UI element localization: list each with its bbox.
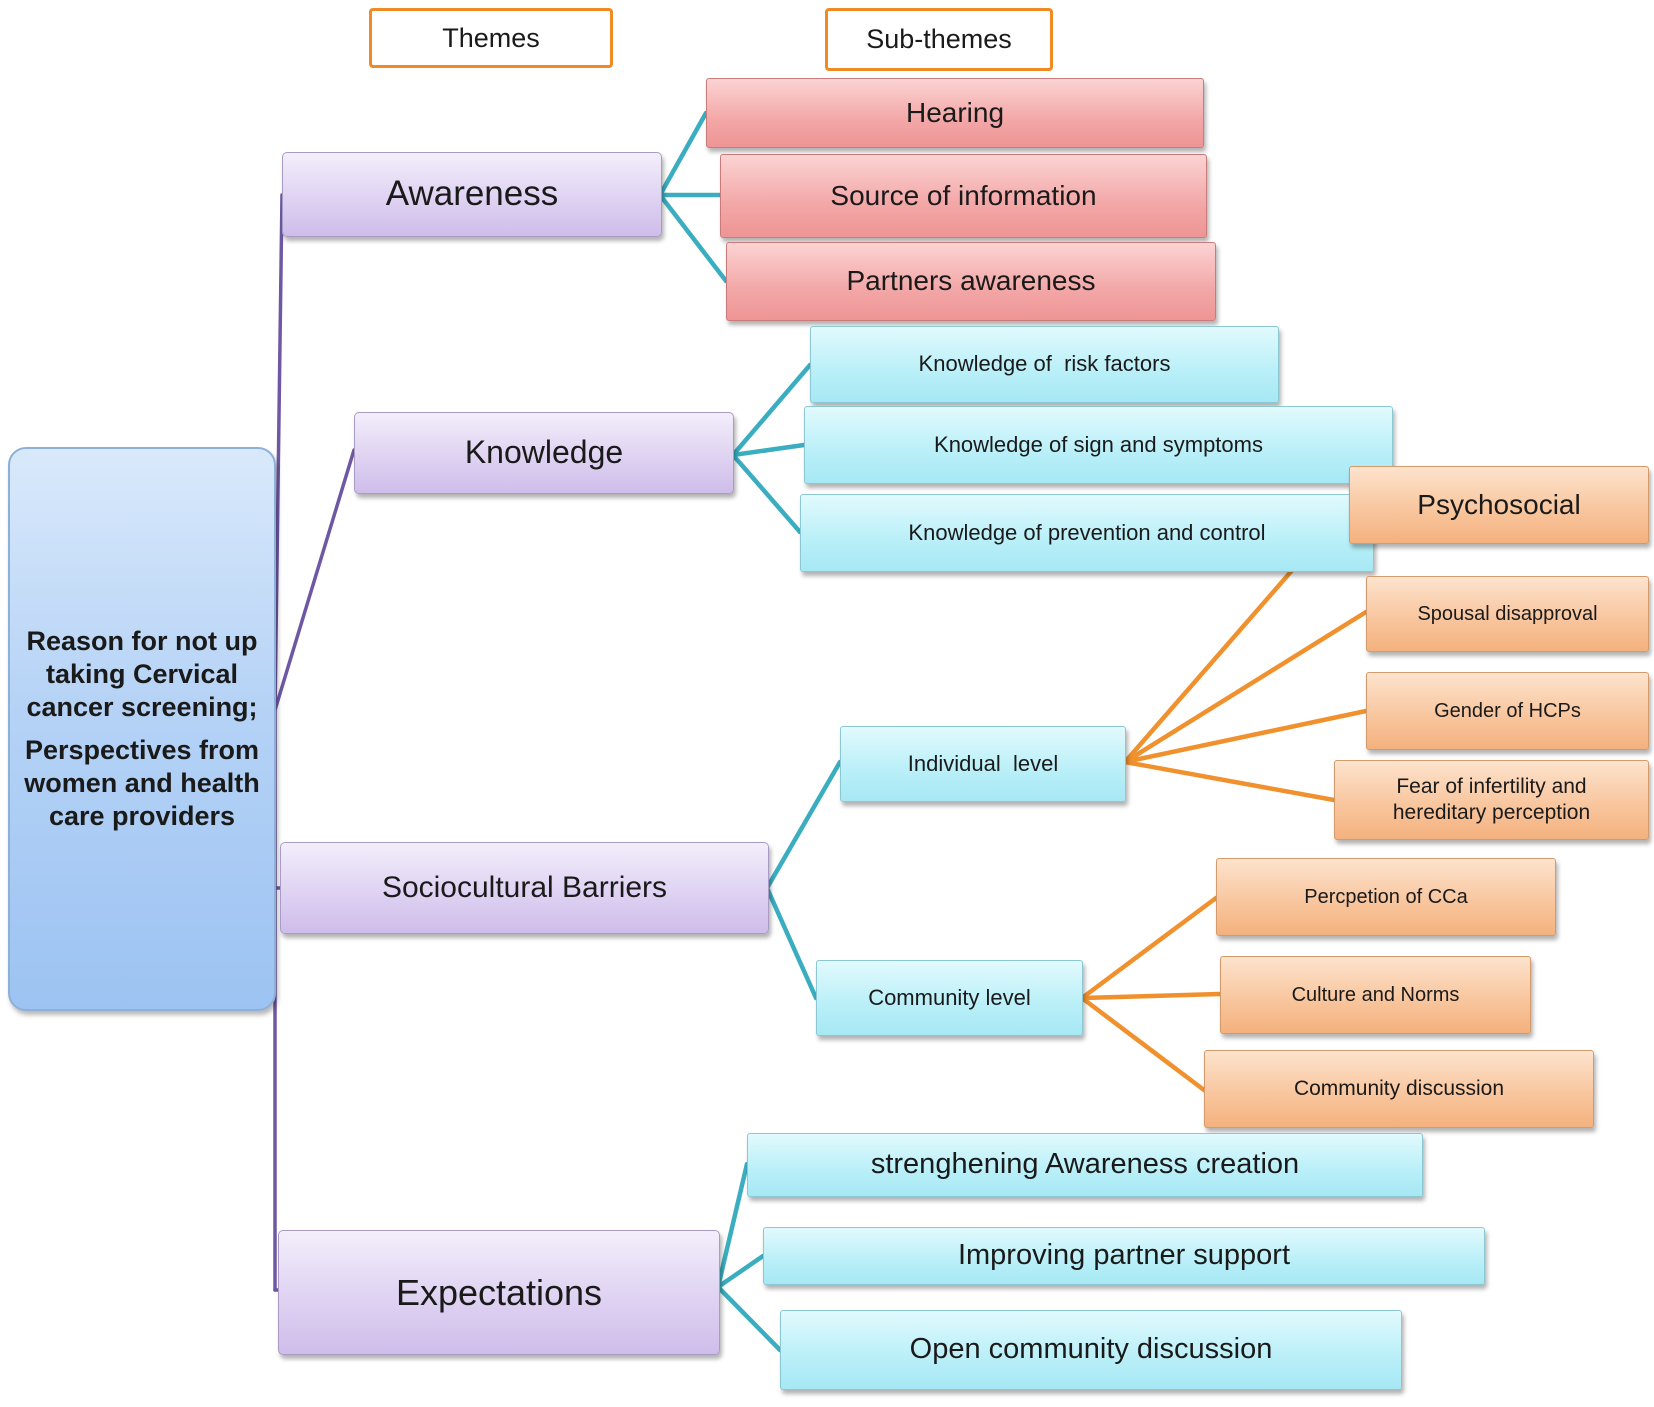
- themes-header: Themes: [369, 8, 613, 68]
- theme-expectations: Expectations: [278, 1230, 720, 1355]
- connector-knowledge-signs: [730, 442, 807, 458]
- theme-sociocultural-barriers: Sociocultural Barriers: [280, 842, 769, 934]
- connector-sociocultural-individual: [764, 759, 843, 891]
- level-community-label: Community level: [868, 984, 1031, 1010]
- sub-themes-header-label: Sub-themes: [866, 24, 1012, 55]
- connector-individual-spousal: [1122, 609, 1369, 765]
- theme-awareness: Awareness: [282, 152, 662, 237]
- item-fear-label: Fear of infertility and hereditary perce…: [1392, 775, 1591, 824]
- item-gender-of-hcps: Gender of HCPs: [1366, 672, 1649, 750]
- theme-expectations-label: Expectations: [395, 1271, 603, 1313]
- item-community-discussion: Community discussion: [1204, 1050, 1594, 1128]
- item-spousal-label: Spousal disapproval: [1417, 602, 1598, 625]
- level-individual-label: Individual level: [907, 750, 1059, 776]
- connector-individual-gender: [1122, 708, 1369, 765]
- level-individual: Individual level: [840, 726, 1126, 802]
- theme-knowledge-label: Knowledge: [464, 434, 624, 471]
- root-subtitle: Perspectives from women and health care …: [24, 735, 260, 831]
- item-perception-of-cca: Percpetion of CCa: [1216, 858, 1556, 936]
- connector-knowledge-prevention: [730, 452, 803, 535]
- themes-header-label: Themes: [442, 22, 540, 53]
- subtheme-strengthening-awareness: strenghening Awareness creation: [747, 1133, 1423, 1197]
- item-psychosocial-label: Psychosocial: [1417, 488, 1581, 520]
- item-fear-of-infertility: Fear of infertility and hereditary perce…: [1334, 760, 1649, 840]
- theme-sociocultural-label: Sociocultural Barriers: [381, 870, 668, 904]
- connector-sociocultural-community: [764, 885, 819, 1001]
- subtheme-strengthening-label: strenghening Awareness creation: [870, 1148, 1300, 1181]
- item-culture-and-norms: Culture and Norms: [1220, 956, 1531, 1034]
- connector-awareness-hearing: [657, 110, 709, 198]
- connector-root-knowledge: [273, 448, 356, 712]
- subtheme-open-discussion-label: Open community discussion: [909, 1333, 1273, 1366]
- item-culture-label: Culture and Norms: [1291, 983, 1460, 1006]
- subtheme-source-of-information: Source of information: [720, 154, 1207, 238]
- subtheme-improving-partner-support: Improving partner support: [763, 1227, 1485, 1285]
- connector-expectations-partner: [715, 1253, 766, 1290]
- subtheme-open-community-discussion: Open community discussion: [780, 1310, 1402, 1390]
- item-psychosocial: Psychosocial: [1349, 466, 1649, 544]
- subtheme-partners-label: Partners awareness: [846, 265, 1096, 297]
- subtheme-partners-awareness: Partners awareness: [726, 242, 1216, 321]
- item-gender-label: Gender of HCPs: [1434, 699, 1581, 722]
- connector-trunk: [273, 193, 284, 1292]
- connector-community-discussion: [1079, 995, 1207, 1093]
- sub-themes-header: Sub-themes: [825, 8, 1053, 71]
- subtheme-signs-label: Knowledge of sign and symptoms: [934, 431, 1263, 457]
- subtheme-knowledge-prevention-control: Knowledge of prevention and control: [800, 494, 1374, 572]
- subtheme-knowledge-sign-symptoms: Knowledge of sign and symptoms: [804, 406, 1393, 484]
- theme-knowledge: Knowledge: [354, 412, 734, 494]
- connector-community-culture: [1079, 991, 1223, 1001]
- item-community-discussion-label: Community discussion: [1293, 1077, 1505, 1101]
- subtheme-knowledge-risk-factors: Knowledge of risk factors: [810, 326, 1279, 403]
- item-perception-label: Percpetion of CCa: [1304, 885, 1468, 908]
- connector-expectations-community: [715, 1284, 783, 1353]
- item-spousal-disapproval: Spousal disapproval: [1366, 576, 1649, 652]
- connector-awareness-partners: [657, 192, 729, 284]
- root-node: Reason for not up taking Cervical cancer…: [8, 447, 276, 1011]
- connector-individual-fear: [1122, 759, 1337, 803]
- root-title: Reason for not up taking Cervical cancer…: [26, 626, 258, 723]
- subtheme-source-label: Source of information: [830, 179, 1097, 211]
- connector-knowledge-risk: [730, 362, 813, 458]
- subtheme-hearing-label: Hearing: [905, 96, 1005, 128]
- subtheme-risk-label: Knowledge of risk factors: [918, 351, 1171, 377]
- subtheme-partner-support-label: Improving partner support: [957, 1239, 1291, 1272]
- subtheme-hearing: Hearing: [706, 78, 1204, 148]
- level-community: Community level: [816, 960, 1083, 1036]
- theme-awareness-label: Awareness: [385, 174, 559, 214]
- connector-expectations-awareness: [715, 1161, 750, 1290]
- subtheme-prevention-label: Knowledge of prevention and control: [908, 519, 1266, 545]
- connector-community-perception: [1079, 895, 1219, 1001]
